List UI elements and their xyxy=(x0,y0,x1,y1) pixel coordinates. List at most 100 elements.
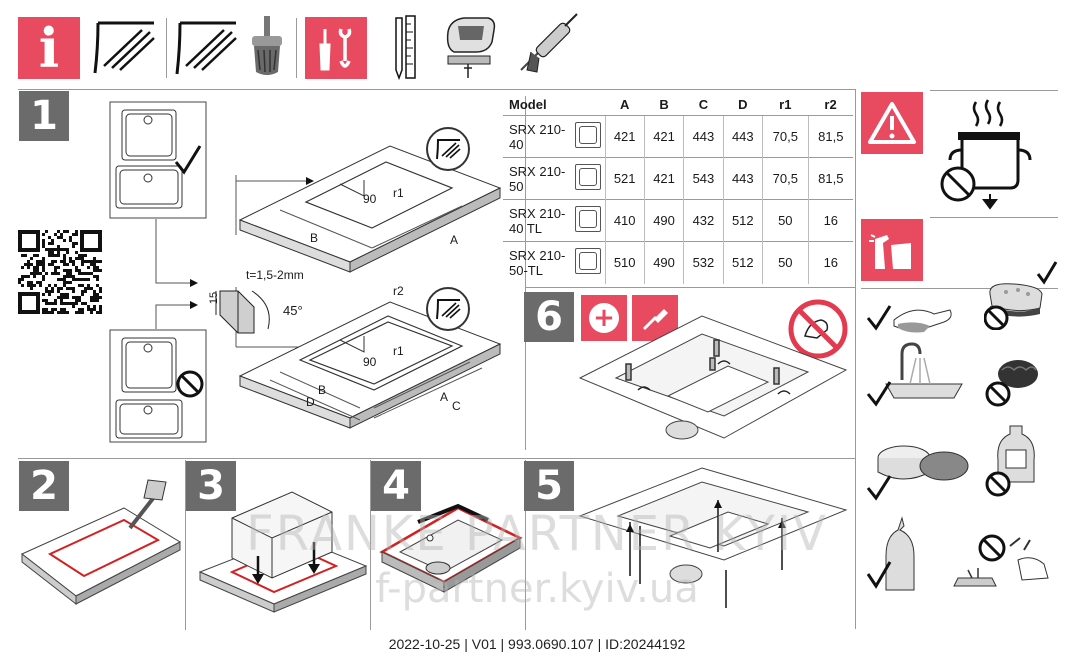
plus-circle-icon: + xyxy=(581,295,627,341)
table-header-row: Model A B C D r1 r2 xyxy=(503,94,853,116)
sink-thumb-icon xyxy=(571,157,605,200)
watermark-url: f-partner.kyiv.ua xyxy=(375,566,699,612)
countertop-icon xyxy=(93,21,155,74)
d-label: D xyxy=(306,395,315,409)
step-number-5: 5 xyxy=(524,461,574,511)
insert-sink-drawing xyxy=(198,491,368,613)
dim-90-b: 90 xyxy=(363,355,377,369)
col-r1: r1 xyxy=(779,97,792,112)
table-row: SRX 210-40 TL 410 490 432 512 50 16 xyxy=(503,199,853,242)
cell-a: 421 xyxy=(604,115,645,158)
cell-d: 512 xyxy=(722,241,763,284)
no-chlorine-cleaner-icon xyxy=(985,425,1035,497)
cell-b: 490 xyxy=(643,241,684,284)
col-model: Model xyxy=(509,97,547,112)
dim-15-label: 15 xyxy=(208,291,221,305)
step-number-4: 4 xyxy=(371,461,421,511)
cell-d: 443 xyxy=(722,157,763,200)
tools-icon xyxy=(305,17,367,79)
silicone-seal-drawing xyxy=(21,479,182,606)
col-d: D xyxy=(738,97,748,112)
table-row: SRX 210-50-TL 510 490 532 512 50 16 xyxy=(503,241,853,284)
cell-r1: 70,5 xyxy=(762,115,809,158)
no-steel-wool-icon xyxy=(985,360,1038,407)
ruler-pencil-icon xyxy=(395,15,416,80)
b-label-b: B xyxy=(318,383,327,397)
cell-r1: 50 xyxy=(762,199,809,242)
cell-d: 512 xyxy=(722,199,763,242)
col-icon xyxy=(571,94,605,116)
model-name: SRX 210-40 TL xyxy=(503,199,571,242)
r1-label-b: r1 xyxy=(393,344,404,358)
col-b: B xyxy=(659,97,669,112)
dish-soap-ok-icon xyxy=(866,516,915,591)
cell-r1: 70,5 xyxy=(762,157,809,200)
polishing-paste-ok-icon xyxy=(866,445,969,501)
a-label-b: A xyxy=(440,390,449,404)
table-row: SRX 210-40 421 421 443 443 70,5 81,5 xyxy=(503,115,853,158)
edge-section-drawing xyxy=(155,175,314,351)
dim-90-a: 90 xyxy=(363,192,377,206)
info-letter: i xyxy=(38,16,60,80)
sink-thumb-icon xyxy=(571,199,605,242)
model-dimensions-table: Model A B C D r1 r2 SRX 210-40 421 421 4… xyxy=(503,94,853,284)
cell-c: 443 xyxy=(683,115,724,158)
cell-b: 490 xyxy=(643,199,684,242)
cell-r2: 81,5 xyxy=(807,115,853,158)
warning-icon xyxy=(861,92,923,154)
r1-label-a: r1 xyxy=(393,186,404,200)
countertop-circle-icon-2 xyxy=(426,287,470,331)
step-number-2: 2 xyxy=(19,461,69,511)
cell-a: 410 xyxy=(604,199,645,242)
no-acid-icon xyxy=(953,534,1049,587)
cell-b: 421 xyxy=(643,115,684,158)
table-row: SRX 210-50 521 421 543 443 70,5 81,5 xyxy=(503,157,853,200)
countertop-cutout-drawing-top xyxy=(238,145,502,273)
qr-code xyxy=(18,230,102,314)
countertop-router-icon xyxy=(175,16,282,75)
single-sink-correct-drawing xyxy=(109,101,207,219)
faucet-rinse-ok-icon xyxy=(866,342,963,407)
seal-perimeter-drawing xyxy=(379,503,523,593)
cloth-wipe-ok-icon xyxy=(866,305,952,333)
col-c: C xyxy=(698,97,709,112)
single-sink-incorrect-drawing xyxy=(109,329,207,443)
step-number-3: 3 xyxy=(186,461,236,511)
cell-r1: 50 xyxy=(762,241,809,284)
jigsaw-icon xyxy=(446,17,496,78)
cell-a: 510 xyxy=(604,241,645,284)
no-hand-tighten-icon xyxy=(788,299,848,359)
countertop-cutout-drawing-bottom xyxy=(238,301,502,429)
cell-b: 421 xyxy=(643,157,684,200)
watermark-title: FRANKE PARTNER KYIV xyxy=(246,506,828,562)
cell-a: 521 xyxy=(604,157,645,200)
tighten-clamps-drawing xyxy=(578,467,848,608)
sponge-ok-icon xyxy=(984,261,1058,330)
model-name: SRX 210-50-TL xyxy=(503,241,571,284)
cell-c: 543 xyxy=(683,157,724,200)
step-number-1: 1 xyxy=(19,91,69,141)
thickness-label: t=1,5-2mm xyxy=(246,268,304,282)
cell-c: 532 xyxy=(683,241,724,284)
step-number-6: 6 xyxy=(524,292,574,342)
countertop-circle-icon-1 xyxy=(426,127,470,171)
angle-label: 45° xyxy=(283,303,303,318)
cell-r2: 81,5 xyxy=(807,157,853,200)
cell-d: 443 xyxy=(722,115,763,158)
a-label-a: A xyxy=(450,233,459,247)
sink-thumb-icon xyxy=(571,241,605,284)
cell-r2: 16 xyxy=(807,199,853,242)
model-name: SRX 210-50 xyxy=(503,157,571,200)
cell-r2: 16 xyxy=(807,241,853,284)
no-hot-pot-icon xyxy=(940,99,1032,210)
silicone-gun-icon xyxy=(520,13,578,73)
sink-clamp-drawing xyxy=(578,315,848,440)
document-footer: 2022-10-25 | V01 | 993.0690.107 | ID:202… xyxy=(388,636,686,652)
cell-c: 432 xyxy=(683,199,724,242)
sink-thumb-icon xyxy=(571,115,605,158)
r2-label: r2 xyxy=(393,284,404,298)
c-label: C xyxy=(452,399,461,413)
col-r2: r2 xyxy=(824,97,837,112)
b-label-a: B xyxy=(310,231,319,245)
cleaning-icon xyxy=(861,219,923,281)
